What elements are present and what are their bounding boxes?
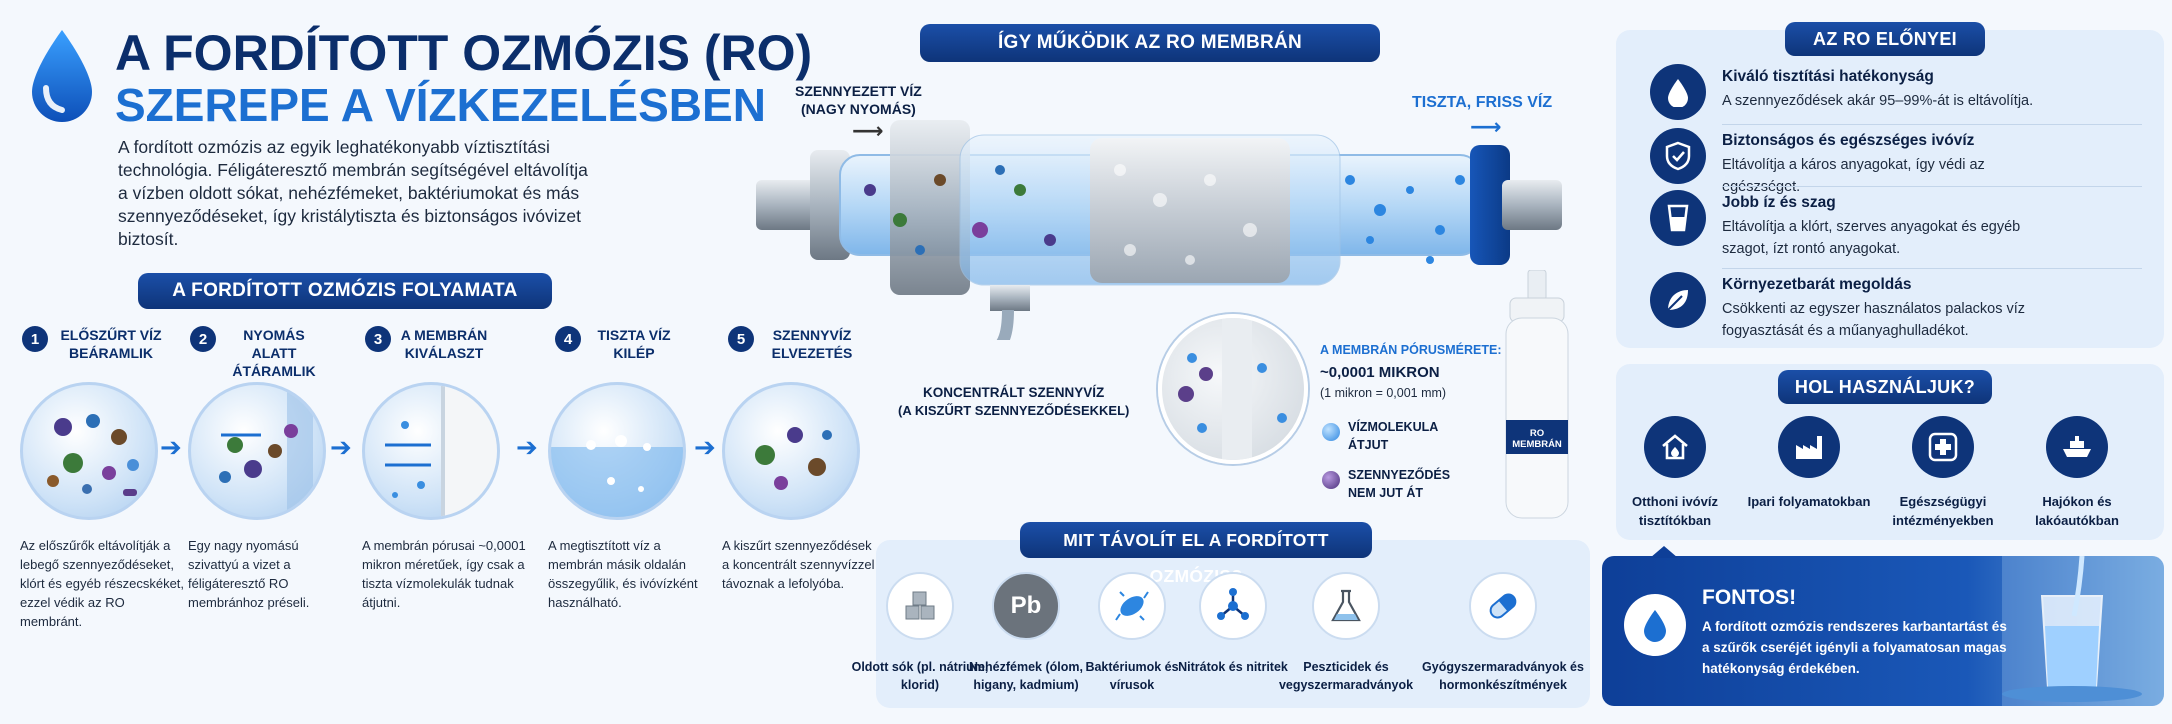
arrow-3-icon: ➔: [516, 432, 538, 462]
step-1-illustration: [20, 382, 158, 520]
legend-water: VÍZMOLEKULA ÁTJUT: [1348, 420, 1438, 452]
cubes-icon: [886, 572, 954, 640]
remove-item-salts: Oldott sók (pl. nátrium, klorid): [850, 572, 990, 694]
ro-cartridge: [1502, 269, 1572, 528]
page-subtitle: SZEREPE A VÍZKEZELÉSBEN: [115, 79, 766, 131]
important-tail: [1650, 546, 1678, 558]
ro-membrane-tube: [750, 110, 1600, 356]
contaminant-dot-icon: [1322, 471, 1340, 489]
flask-icon: [1312, 572, 1380, 640]
inlet-arrow-icon: ⟶: [852, 118, 884, 143]
inlet-label: SZENNYEZETT VÍZ(NAGY NYOMÁS): [795, 83, 922, 117]
removes-heading: MIT TÁVOLÍT EL A FORDÍTOTT OZMÓZIS?: [1020, 522, 1372, 586]
divider: [1722, 186, 2142, 187]
important-panel: [1602, 556, 2164, 706]
step-4-illustration: [548, 382, 686, 520]
remove-item-metals: Pb Nehézfémek (ólom, higany, kadmium): [956, 572, 1096, 694]
house-icon: [1644, 416, 1706, 478]
step-4-desc: A megtisztított víz a membrán másik olda…: [548, 538, 698, 610]
logo-drop-icon: [26, 26, 98, 126]
step-3-illustration: [362, 382, 500, 520]
use-ships: Hajókon és lakóautókban: [2012, 416, 2142, 530]
cartridge-label: RO MEMBRÁN: [1512, 428, 1562, 450]
water-molecule-dot-icon: [1322, 423, 1340, 441]
drop-icon: [1650, 64, 1706, 120]
step-2-desc: Egy nagy nyomású szivattyú a vizet a fél…: [188, 538, 310, 610]
ship-icon: [2046, 416, 2108, 478]
medical-cross-icon: [1912, 416, 1974, 478]
advantages-panel: [1616, 30, 2164, 348]
use-industry: Ipari folyamatokban: [1744, 416, 1874, 511]
divider: [1722, 124, 2142, 125]
concentrate-label: KONCENTRÁLT SZENNYVÍZ(A KISZŰRT SZENNYEZ…: [898, 385, 1130, 418]
pore-title: A MEMBRÁN PÓRUSMÉRETE:: [1320, 343, 1502, 357]
step-5-illustration: [722, 382, 860, 520]
membrane-zoom-circle: [1158, 314, 1308, 464]
remove-item-bacteria: Baktériumok és vírusok: [1062, 572, 1202, 694]
molecule-icon: [1199, 572, 1267, 640]
arrow-4-icon: ➔: [694, 432, 716, 462]
pore-note: (1 mikron = 0,001 mm): [1320, 386, 1447, 400]
remove-item-pesticides: Peszticidek és vegyszermaradványok: [1276, 572, 1416, 694]
membrane-heading: ÍGY MŰKÖDIK AZ RO MEMBRÁN: [920, 24, 1380, 62]
uses-heading: HOL HASZNÁLJUK?: [1778, 370, 1992, 404]
step-3-desc: A membrán pórusai ~0,0001 mikron méretűe…: [362, 538, 526, 610]
process-heading: A FORDÍTOTT OZMÓZIS FOLYAMATA: [138, 273, 552, 309]
pb-icon: Pb: [992, 572, 1060, 640]
pore-size: ~0,0001 MIKRON: [1320, 364, 1440, 381]
step-5-desc: A kiszűrt szennyeződések a koncentrált s…: [722, 538, 875, 591]
outlet-label: TISZTA, FRISS VÍZ: [1412, 94, 1553, 111]
important-drop-icon: [1624, 594, 1686, 656]
glass-icon: [1650, 190, 1706, 246]
remove-item-nitrates: Nitrátok és nitritek: [1163, 572, 1303, 676]
divider: [1722, 268, 2142, 269]
important-text: A fordított ozmózis rendszeres karbantar…: [1702, 619, 2007, 676]
important-title: FONTOS!: [1702, 586, 1797, 609]
bacteria-icon: [1098, 572, 1166, 640]
remove-item-drugs: Gyógyszermaradványok és hormonkészítmény…: [1418, 572, 1588, 694]
factory-icon: [1778, 416, 1840, 478]
capsule-icon: [1469, 572, 1537, 640]
outlet-arrow-icon: ⟶: [1470, 114, 1502, 139]
step-1-desc: Az előszűrők eltávolítják a lebegő szenn…: [20, 538, 185, 629]
advantages-heading: AZ RO ELŐNYEI: [1785, 22, 1985, 56]
step-2-illustration: [188, 382, 326, 520]
arrow-1-icon: ➔: [160, 432, 182, 462]
legend-dirt: SZENNYEZŐDÉS NEM JUT ÁT: [1348, 468, 1451, 500]
page-title: A FORDÍTOTT OZMÓZIS (RO): [115, 25, 813, 81]
use-medical: Egészségügyi intézményekben: [1878, 416, 2008, 530]
shield-icon: [1650, 128, 1706, 184]
leaf-icon: [1650, 272, 1706, 328]
intro-text: A fordított ozmózis az egyik leghatékony…: [118, 137, 588, 249]
use-home: Otthoni ivóvíz tisztítókban: [1610, 416, 1740, 530]
arrow-2-icon: ➔: [330, 432, 352, 462]
